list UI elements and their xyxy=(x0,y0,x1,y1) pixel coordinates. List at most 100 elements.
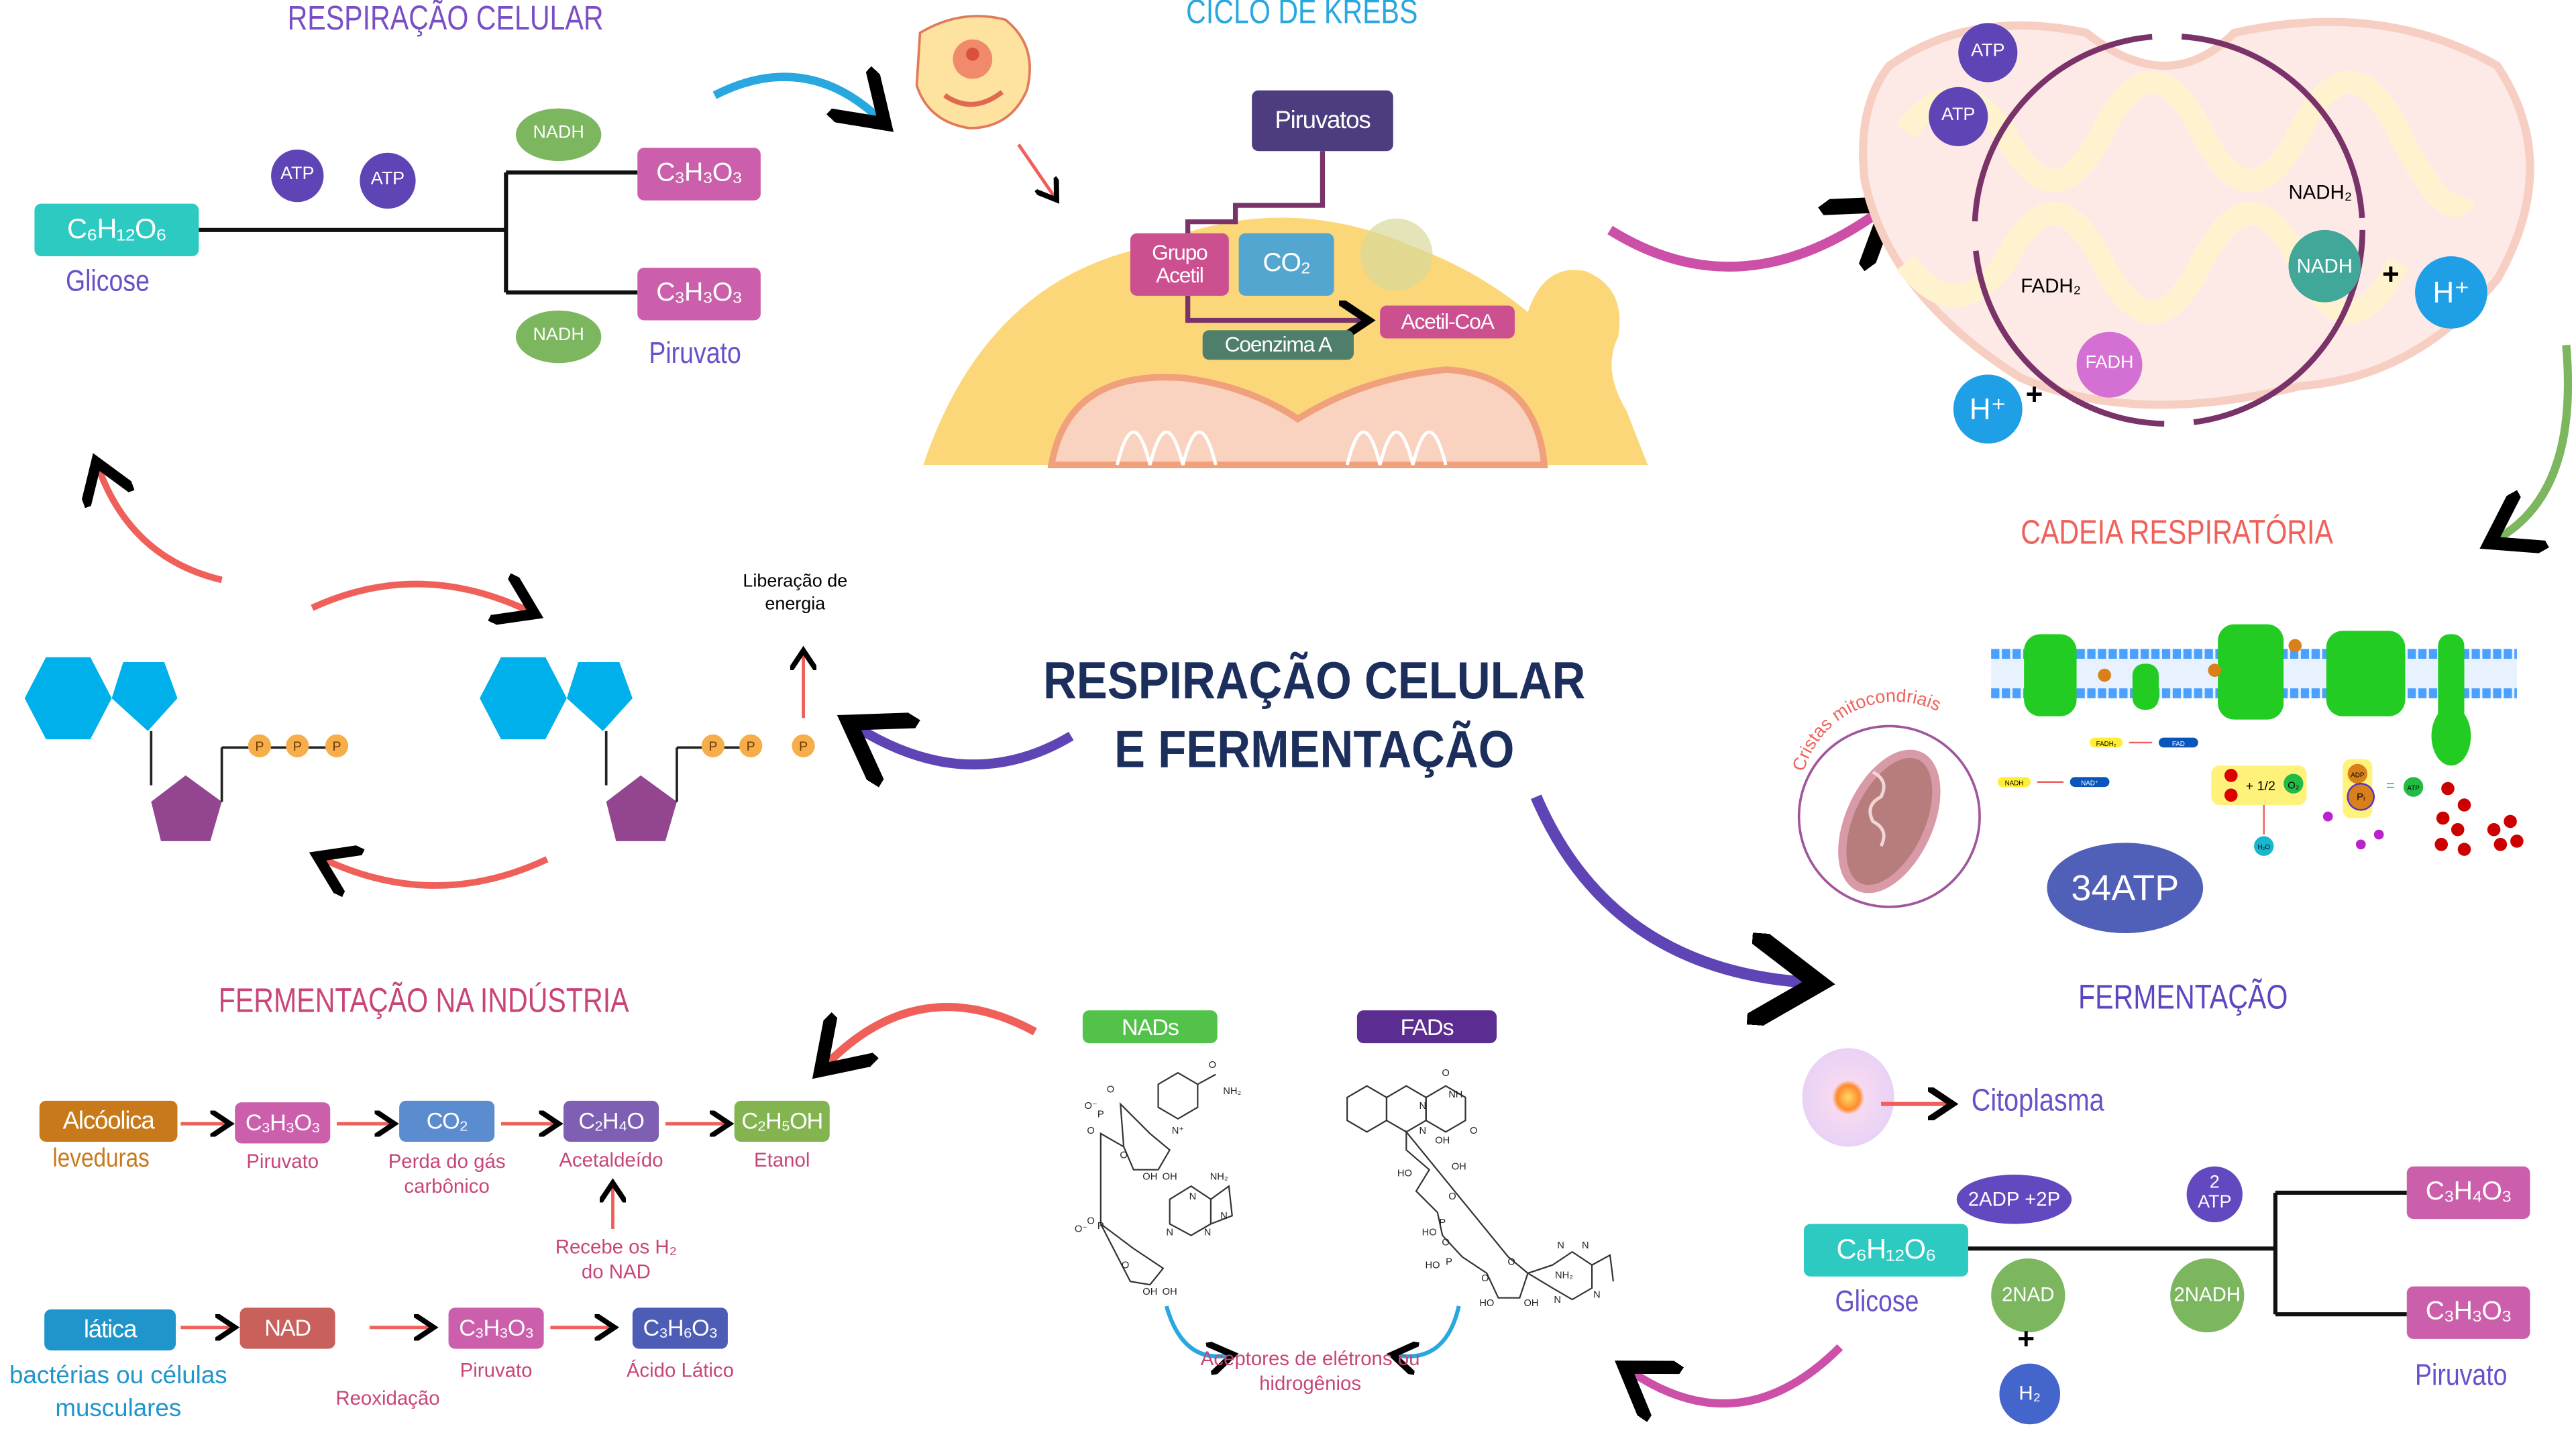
pyruvate-label: Piruvato xyxy=(649,337,741,370)
plus-sign: + xyxy=(2025,378,2043,411)
atom-label: OH xyxy=(1142,1287,1157,1297)
step-label: Acetaldeído xyxy=(559,1148,663,1172)
glucose-box: C₆H₁₂O₆ xyxy=(1804,1224,1968,1277)
atp-badge: 2 ATP xyxy=(2186,1166,2243,1223)
arrow-purple-right xyxy=(1530,794,1807,983)
atom-label: N xyxy=(1593,1290,1601,1301)
step-label: Piruvato xyxy=(460,1358,533,1382)
atom-label: O xyxy=(1209,1060,1216,1071)
fermentacao-title: FERMENTAÇÃO xyxy=(2078,979,2288,1017)
atom-label: NH₂ xyxy=(1555,1270,1573,1281)
cristae-circle xyxy=(1797,724,1981,908)
h-plus-badge: H⁺ xyxy=(1953,374,2023,444)
nadh-badge: NADH xyxy=(515,310,602,364)
atom-label: O xyxy=(1442,1237,1449,1248)
step-box: NAD xyxy=(239,1307,335,1349)
atp-badge: ATP xyxy=(1929,87,1988,146)
nadh-badge: 2NADH xyxy=(2170,1258,2245,1333)
pyruvate-label: Piruvato xyxy=(2415,1358,2508,1392)
animal-cell-icon xyxy=(915,15,1031,129)
electron-dot xyxy=(2441,782,2455,796)
atom-label: NH₂ xyxy=(1223,1086,1241,1097)
step-label: Piruvato xyxy=(246,1150,319,1173)
atom-label: N xyxy=(1554,1295,1561,1305)
atom-label: P xyxy=(1097,1109,1104,1120)
nad-structure-icon xyxy=(1099,1071,1233,1286)
electron-dot xyxy=(2457,843,2471,856)
atom-label: O xyxy=(1120,1150,1127,1161)
glucose-box: C₆H₁₂O₆ xyxy=(34,203,199,257)
svg-text:=: = xyxy=(2386,777,2395,794)
step-box: C₃H₆O₃ xyxy=(632,1307,728,1349)
piruvatos-box: Piruvatos xyxy=(1252,90,1393,152)
arrow-cycle-left xyxy=(99,468,223,584)
atom-label: N xyxy=(1582,1240,1589,1251)
electron-dot xyxy=(2436,811,2450,825)
reoxidacao-label: Reoxidação xyxy=(335,1386,440,1410)
nadh-tag: NADH xyxy=(2005,780,2024,788)
latica-label: bactérias ou células musculares xyxy=(9,1362,227,1422)
step-box: C₂H₅OH xyxy=(734,1100,830,1142)
fads-tag: FADs xyxy=(1356,1010,1497,1044)
fad-structure-icon xyxy=(1346,1085,1615,1301)
atp-total-badge: 34ATP xyxy=(2047,843,2204,934)
step-box: C₂H₄O xyxy=(564,1100,659,1142)
atom-label: N xyxy=(1189,1191,1197,1202)
plus-sign: + xyxy=(2382,258,2400,291)
recebe-note: Recebe os H₂ do NAD xyxy=(555,1235,678,1283)
arrow-pink xyxy=(1607,210,1881,272)
electron-dot xyxy=(2434,837,2449,851)
atom-label: O xyxy=(1481,1273,1489,1284)
arrow-nad-acceptor xyxy=(1164,1305,1229,1356)
adp-badge: 2ADP +2P xyxy=(1956,1175,2072,1224)
atom-label: OH xyxy=(1163,1287,1177,1297)
electron-dots xyxy=(2434,782,2524,856)
step-label: Etanol xyxy=(754,1148,810,1172)
adp-label: ADP xyxy=(2351,771,2365,779)
atom-label: O xyxy=(1448,1191,1456,1202)
adp-molecule-illustration xyxy=(480,657,815,841)
coenzima-box: Coenzima A xyxy=(1202,330,1354,360)
fadh2-tag: FADH₂ xyxy=(2096,741,2116,748)
h2o-label: H₂O xyxy=(2257,844,2270,851)
atom-label: O⁻ xyxy=(1085,1101,1097,1112)
atom-label: O xyxy=(1470,1126,1477,1136)
atom-label: HO xyxy=(1479,1298,1494,1309)
atp-badge: ATP xyxy=(1958,23,2018,83)
step-box: CO₂ xyxy=(399,1100,495,1142)
electron-dot xyxy=(2451,822,2465,837)
mitochondrion-cycle-background xyxy=(1859,17,2534,409)
respiracao-title: RESPIRAÇÃO CELULAR xyxy=(287,0,604,38)
pyruvate-box: C₃H₃O₃ xyxy=(637,148,761,201)
cell-icon xyxy=(1802,1048,1894,1147)
svg-text:P: P xyxy=(747,739,755,754)
latica-box: lática xyxy=(44,1309,176,1351)
arrow-blue xyxy=(712,77,879,119)
step-label: Ácido Lático xyxy=(626,1358,734,1382)
svg-text:P: P xyxy=(708,739,717,754)
atp-molecule-illustration xyxy=(24,657,349,841)
svg-text:P: P xyxy=(799,739,808,754)
glucose-label: Glicose xyxy=(65,264,150,298)
atom-label: OH xyxy=(1523,1298,1538,1309)
co2-box: CO₂ xyxy=(1238,233,1334,296)
nadh-badge: NADH xyxy=(2288,229,2361,303)
fadh-badge: FADH xyxy=(2076,331,2143,398)
atom-label: O xyxy=(1087,1126,1094,1136)
atom-label: HO xyxy=(1426,1260,1440,1271)
atp-badge: ATP xyxy=(271,149,324,203)
arrow-green xyxy=(2497,344,2573,539)
atom-label: O xyxy=(1507,1257,1515,1268)
leveduras-label: leveduras xyxy=(52,1144,150,1173)
pyruvate-box: C₃H₃O₃ xyxy=(637,268,761,321)
grupo-acetil-box: Grupo Acetil xyxy=(1130,233,1229,296)
atp-badge: ATP xyxy=(360,152,416,209)
atom-label: O xyxy=(1442,1068,1449,1079)
arrow-cycle-top xyxy=(311,584,529,611)
svg-text:P: P xyxy=(255,739,264,754)
main-title-line2: E FERMENTAÇÃO xyxy=(1114,719,1515,779)
atom-label: OH xyxy=(1163,1171,1177,1182)
pi-label: Pᵢ xyxy=(2357,792,2365,803)
atom-label: P xyxy=(1446,1257,1452,1268)
h-plus-badge: H⁺ xyxy=(2415,256,2487,329)
